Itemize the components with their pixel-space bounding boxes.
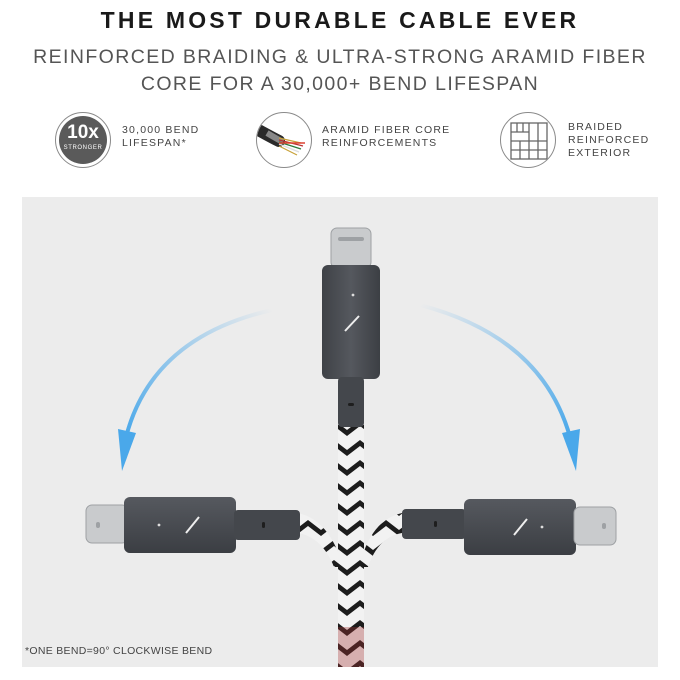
feature-text: ARAMID FIBER CORE REINFORCEMENTS [322,124,451,149]
usb-c-connector-right [402,499,617,555]
braided-cable [298,425,402,667]
10x-stronger-badge: 10x STRONGER [55,112,111,168]
aramid-fiber-core-icon [256,112,312,168]
product-image [22,197,658,667]
subtitle-line-1: REINFORCED BRAIDING & ULTRA-STRONG ARAMI… [33,46,647,68]
page-subtitle: REINFORCED BRAIDING & ULTRA-STRONG ARAMI… [0,44,680,98]
subtitle-line-2: CORE FOR A 30,000+ BEND LIFESPAN [140,73,540,95]
feature-aramid-core: ARAMID FIBER CORE REINFORCEMENTS [256,112,466,170]
usb-c-connector-left [85,497,300,553]
cable-illustration [85,227,617,667]
bend-arrow-left [118,308,273,471]
feature-braided-exterior: BRAIDED REINFORCED EXTERIOR [500,112,660,170]
footnote: *ONE BEND=90° CLOCKWISE BEND [25,645,213,657]
bend-arrow-right [419,303,580,471]
usb-c-connector-top [322,227,380,427]
badge-multiplier: 10x [67,122,99,143]
braided-pattern-icon [500,112,556,168]
feature-text: 30,000 BEND LIFESPAN* [122,124,200,149]
feature-text: BRAIDED REINFORCED EXTERIOR [568,121,650,159]
badge-label: STRONGER [63,145,103,151]
feature-bend-lifespan: 10x STRONGER 30,000 BEND LIFESPAN* [55,112,215,170]
page-title: THE MOST DURABLE CABLE EVER [100,7,580,33]
